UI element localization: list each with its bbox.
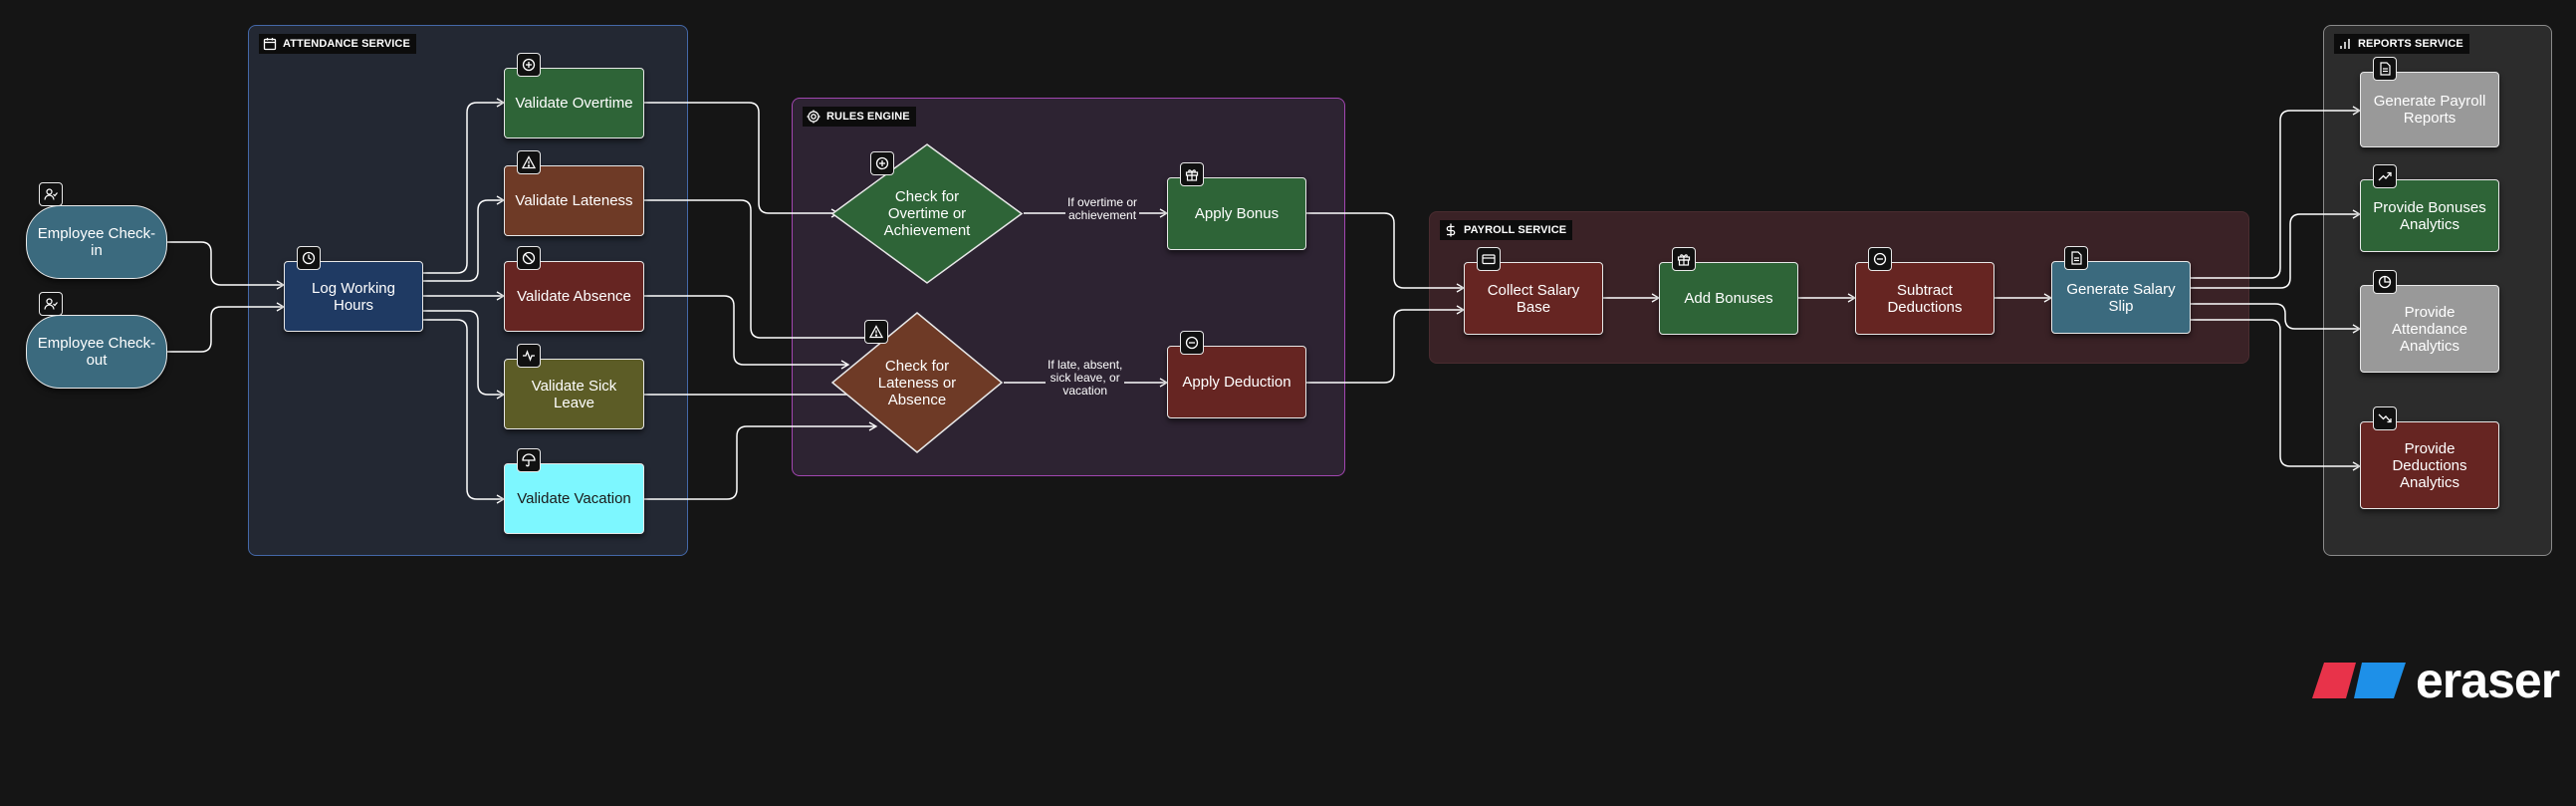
- node-validate-lateness-label: Validate Lateness: [515, 192, 633, 209]
- group-rules-label: RULES ENGINE: [803, 107, 916, 127]
- gift-icon: [1180, 162, 1204, 186]
- node-check-lateness-label: Check for Lateness or Absence: [877, 357, 957, 408]
- edge-deduction-collect: [1306, 305, 1466, 384]
- node-check-overtime-achievement[interactable]: Check for Overtime or Achievement: [830, 142, 1024, 285]
- file-icon: [2064, 246, 2088, 270]
- edge-slip-deduction-analytics: [2191, 319, 2362, 471]
- warning-icon: [864, 320, 888, 344]
- node-collect-salary-base[interactable]: Collect Salary Base: [1464, 247, 1603, 335]
- node-generate-salary-slip-label: Generate Salary Slip: [2066, 280, 2176, 315]
- edge-slip-attendance-analytics: [2191, 303, 2362, 334]
- group-payroll-title: PAYROLL SERVICE: [1464, 224, 1567, 236]
- node-generate-payroll-reports[interactable]: Generate Payroll Reports: [2360, 57, 2499, 147]
- ban-icon: [517, 246, 541, 270]
- node-provide-bonuses-analytics-label: Provide Bonuses Analytics: [2373, 198, 2486, 233]
- trending-up-icon: [2373, 164, 2397, 188]
- node-validate-overtime[interactable]: Validate Overtime: [504, 53, 644, 138]
- umbrella-icon: [517, 448, 541, 472]
- node-provide-attendance-analytics[interactable]: Provide Attendance Analytics: [2360, 270, 2499, 373]
- file-icon: [2373, 57, 2397, 81]
- gear-icon: [807, 110, 820, 124]
- edge-absence-check: [644, 295, 850, 370]
- node-validate-vacation-label: Validate Vacation: [517, 490, 631, 507]
- group-attendance-title: ATTENDANCE SERVICE: [283, 38, 410, 50]
- node-employee-checkin-label: Employee Check- in: [37, 225, 156, 259]
- node-validate-vacation[interactable]: Validate Vacation: [504, 448, 644, 534]
- plus-circle-icon: [870, 151, 894, 175]
- eraser-logo: eraser: [2310, 652, 2560, 709]
- node-validate-absence-label: Validate Absence: [517, 288, 631, 305]
- node-validate-overtime-label: Validate Overtime: [515, 95, 633, 112]
- calendar-icon: [263, 38, 277, 51]
- activity-icon: [517, 344, 541, 368]
- group-attendance-label: ATTENDANCE SERVICE: [259, 34, 416, 54]
- minus-circle-icon: [1868, 247, 1892, 271]
- edge-bonus-collect: [1306, 212, 1466, 293]
- edge-label-overtime: If overtime or achievement: [1065, 195, 1140, 223]
- node-validate-absence[interactable]: Validate Absence: [504, 246, 644, 332]
- edge-log-lateness: [423, 195, 506, 282]
- pie-chart-icon: [2373, 270, 2397, 294]
- node-provide-bonuses-analytics[interactable]: Provide Bonuses Analytics: [2360, 164, 2499, 252]
- node-apply-deduction[interactable]: Apply Deduction: [1167, 331, 1306, 418]
- edge-slip-reports: [2191, 106, 2362, 279]
- credit-card-icon: [1477, 247, 1501, 271]
- bar-chart-icon: [2340, 39, 2350, 49]
- user-check-icon: [39, 182, 63, 206]
- node-subtract-deductions[interactable]: Subtract Deductions: [1855, 247, 1994, 335]
- node-apply-deduction-label: Apply Deduction: [1182, 374, 1291, 391]
- node-validate-sick-leave-label: Validate Sick Leave: [531, 377, 617, 411]
- node-apply-bonus[interactable]: Apply Bonus: [1167, 162, 1306, 250]
- edge-checkout-log: [167, 302, 286, 353]
- node-subtract-deductions-label: Subtract Deductions: [1887, 281, 1963, 316]
- edge-log-vacation: [423, 319, 506, 504]
- node-collect-salary-base-label: Collect Salary Base: [1487, 281, 1580, 316]
- node-apply-bonus-label: Apply Bonus: [1194, 205, 1280, 222]
- node-log-working-hours-label: Log Working Hours: [312, 279, 395, 314]
- edge-vacation-check: [644, 421, 878, 500]
- node-add-bonuses-label: Add Bonuses: [1684, 290, 1773, 307]
- node-provide-deductions-analytics[interactable]: Provide Deductions Analytics: [2360, 406, 2499, 509]
- group-rules-title: RULES ENGINE: [826, 111, 910, 123]
- dollar-icon: [1446, 223, 1456, 237]
- edge-checkin-log: [167, 241, 286, 290]
- node-generate-payroll-reports-label: Generate Payroll Reports: [2373, 93, 2486, 127]
- edge-overtime-check: [644, 102, 840, 218]
- diamond-shape: [830, 143, 1024, 284]
- edge-log-overtime: [423, 98, 506, 274]
- node-employee-checkout-label: Employee Check- out: [37, 335, 156, 369]
- node-add-bonuses[interactable]: Add Bonuses: [1659, 247, 1798, 335]
- gift-icon: [1672, 247, 1696, 271]
- eraser-logo-text: eraser: [2416, 653, 2560, 708]
- plus-circle-icon: [517, 53, 541, 77]
- node-validate-sick-leave[interactable]: Validate Sick Leave: [504, 344, 644, 429]
- node-check-lateness-absence[interactable]: Check for Lateness or Absence: [830, 311, 1004, 454]
- warning-icon: [517, 150, 541, 174]
- node-validate-lateness[interactable]: Validate Lateness: [504, 150, 644, 236]
- eraser-logo-mark: [2312, 663, 2406, 698]
- group-payroll-label: PAYROLL SERVICE: [1440, 220, 1573, 240]
- edge-lateness-check: [644, 199, 878, 343]
- node-provide-attendance-analytics-label: Provide Attendance Analytics: [2392, 303, 2467, 355]
- node-provide-deductions-analytics-label: Provide Deductions Analytics: [2392, 439, 2467, 491]
- edge-log-sick: [423, 310, 506, 400]
- node-log-working-hours[interactable]: Log Working Hours: [284, 246, 423, 332]
- minus-circle-icon: [1180, 331, 1204, 355]
- group-reports-title: REPORTS SERVICE: [2358, 38, 2463, 50]
- clock-icon: [297, 246, 321, 270]
- node-employee-checkin[interactable]: Employee Check- in: [26, 182, 167, 279]
- edge-slip-bonus-analytics: [2191, 209, 2362, 289]
- node-generate-salary-slip[interactable]: Generate Salary Slip: [2051, 246, 2191, 334]
- group-reports-label: REPORTS SERVICE: [2334, 34, 2469, 54]
- edge-label-lateness: If late, absent, sick leave, or vacation: [1046, 358, 1125, 399]
- node-check-overtime-label: Check for Overtime or Achievement: [883, 188, 971, 239]
- node-employee-checkout[interactable]: Employee Check- out: [26, 292, 167, 389]
- trending-down-icon: [2373, 406, 2397, 430]
- diamond-shape: [830, 312, 1004, 453]
- user-check-icon: [39, 292, 63, 316]
